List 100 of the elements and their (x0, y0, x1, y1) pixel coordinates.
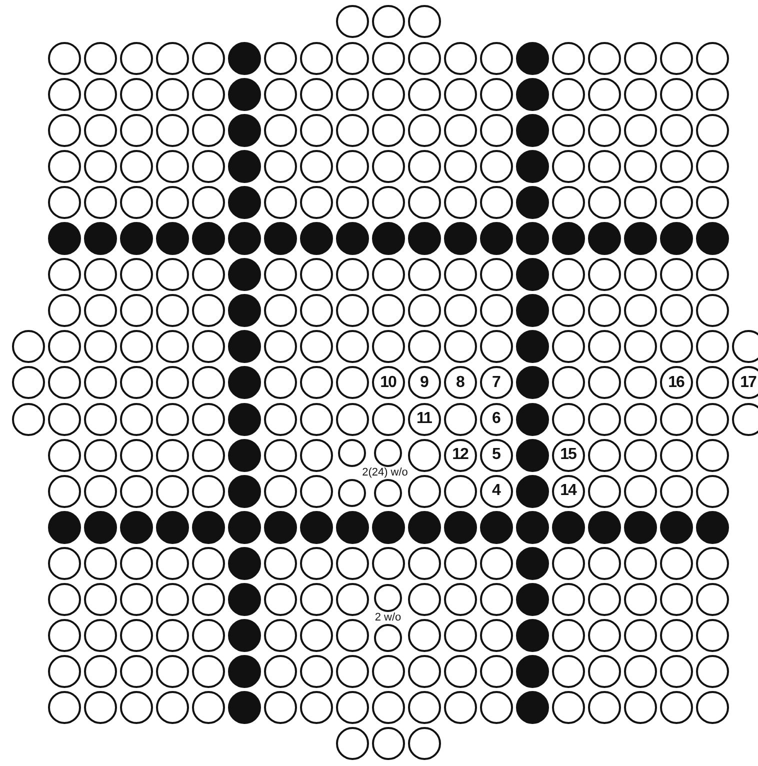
open-circle (588, 438, 620, 472)
open-circle (156, 583, 188, 616)
filled-circle (444, 510, 476, 544)
open-circle (444, 78, 476, 111)
open-circle (624, 691, 656, 724)
open-circle (624, 474, 656, 508)
open-circle (264, 78, 296, 111)
open-circle (660, 330, 692, 364)
open-circle (300, 438, 332, 472)
open-circle (84, 78, 116, 111)
open-circle (408, 655, 440, 688)
open-circle (120, 366, 152, 400)
open-circle (336, 186, 368, 219)
filled-circle (228, 42, 260, 74)
open-circle (264, 258, 296, 292)
open-circle (48, 114, 80, 147)
open-circle (300, 258, 332, 292)
filled-circle (408, 222, 440, 255)
open-circle (84, 42, 116, 74)
open-circle (624, 78, 656, 111)
circle-number: 15 (560, 447, 576, 464)
filled-circle (660, 510, 692, 544)
open-circle (374, 584, 402, 612)
open-circle (480, 186, 512, 219)
open-circle (696, 546, 728, 580)
open-circle (696, 474, 728, 508)
open-circle (588, 294, 620, 328)
circle-number: 10 (380, 374, 396, 391)
open-circle (372, 402, 404, 436)
open-circle (264, 114, 296, 147)
circle-number: 12 (452, 447, 468, 464)
open-circle (372, 186, 404, 219)
numbered-circle (552, 438, 584, 472)
filled-circle (228, 78, 260, 111)
filled-circle (516, 583, 548, 616)
open-circle (120, 150, 152, 183)
filled-circle (480, 510, 512, 544)
open-circle (192, 655, 224, 688)
open-circle (374, 439, 402, 468)
filled-circle (516, 546, 548, 580)
open-circle (408, 78, 440, 111)
open-circle (732, 402, 758, 436)
open-circle (156, 78, 188, 111)
open-circle (480, 546, 512, 580)
open-circle (660, 78, 692, 111)
filled-circle (192, 222, 224, 255)
open-circle (660, 42, 692, 74)
open-circle (120, 438, 152, 472)
filled-circle (228, 546, 260, 580)
open-circle (336, 330, 368, 364)
open-circle (588, 583, 620, 616)
circle-number: 6 (492, 411, 500, 427)
open-circle (372, 5, 404, 38)
open-circle (48, 150, 80, 183)
open-circle (48, 366, 80, 400)
filled-circle (228, 510, 260, 544)
open-circle (660, 583, 692, 616)
open-circle (588, 474, 620, 508)
open-circle (624, 186, 656, 219)
filled-circle (336, 222, 368, 255)
open-circle (48, 583, 80, 616)
open-circle (300, 330, 332, 364)
numbered-circle (444, 438, 476, 472)
circle-number: 11 (416, 411, 432, 427)
open-circle (444, 258, 476, 292)
filled-circle (48, 222, 80, 255)
open-circle (48, 474, 80, 508)
open-circle (480, 330, 512, 364)
open-circle (372, 258, 404, 292)
open-circle (264, 583, 296, 616)
open-circle (696, 583, 728, 616)
open-circle (156, 114, 188, 147)
open-circle (192, 150, 224, 183)
filled-circle (84, 510, 116, 544)
open-circle (408, 691, 440, 724)
open-circle (480, 583, 512, 616)
open-circle (444, 114, 476, 147)
open-circle (156, 366, 188, 400)
filled-circle (516, 366, 548, 400)
filled-circle (336, 510, 368, 544)
filled-circle (516, 510, 548, 544)
open-circle (336, 402, 368, 436)
filled-circle (228, 583, 260, 616)
open-circle (552, 619, 584, 652)
circle-number: 17 (740, 374, 756, 391)
circle-number: 9 (420, 374, 428, 391)
open-circle (48, 546, 80, 580)
open-circle (624, 42, 656, 74)
filled-circle (228, 186, 260, 219)
open-circle (372, 655, 404, 688)
open-circle (84, 474, 116, 508)
open-circle (408, 330, 440, 364)
open-circle (264, 655, 296, 688)
open-circle (732, 330, 758, 364)
open-circle (408, 619, 440, 652)
open-circle (192, 42, 224, 74)
open-circle (156, 330, 188, 364)
open-circle (408, 186, 440, 219)
open-circle (192, 366, 224, 400)
open-circle (156, 619, 188, 652)
